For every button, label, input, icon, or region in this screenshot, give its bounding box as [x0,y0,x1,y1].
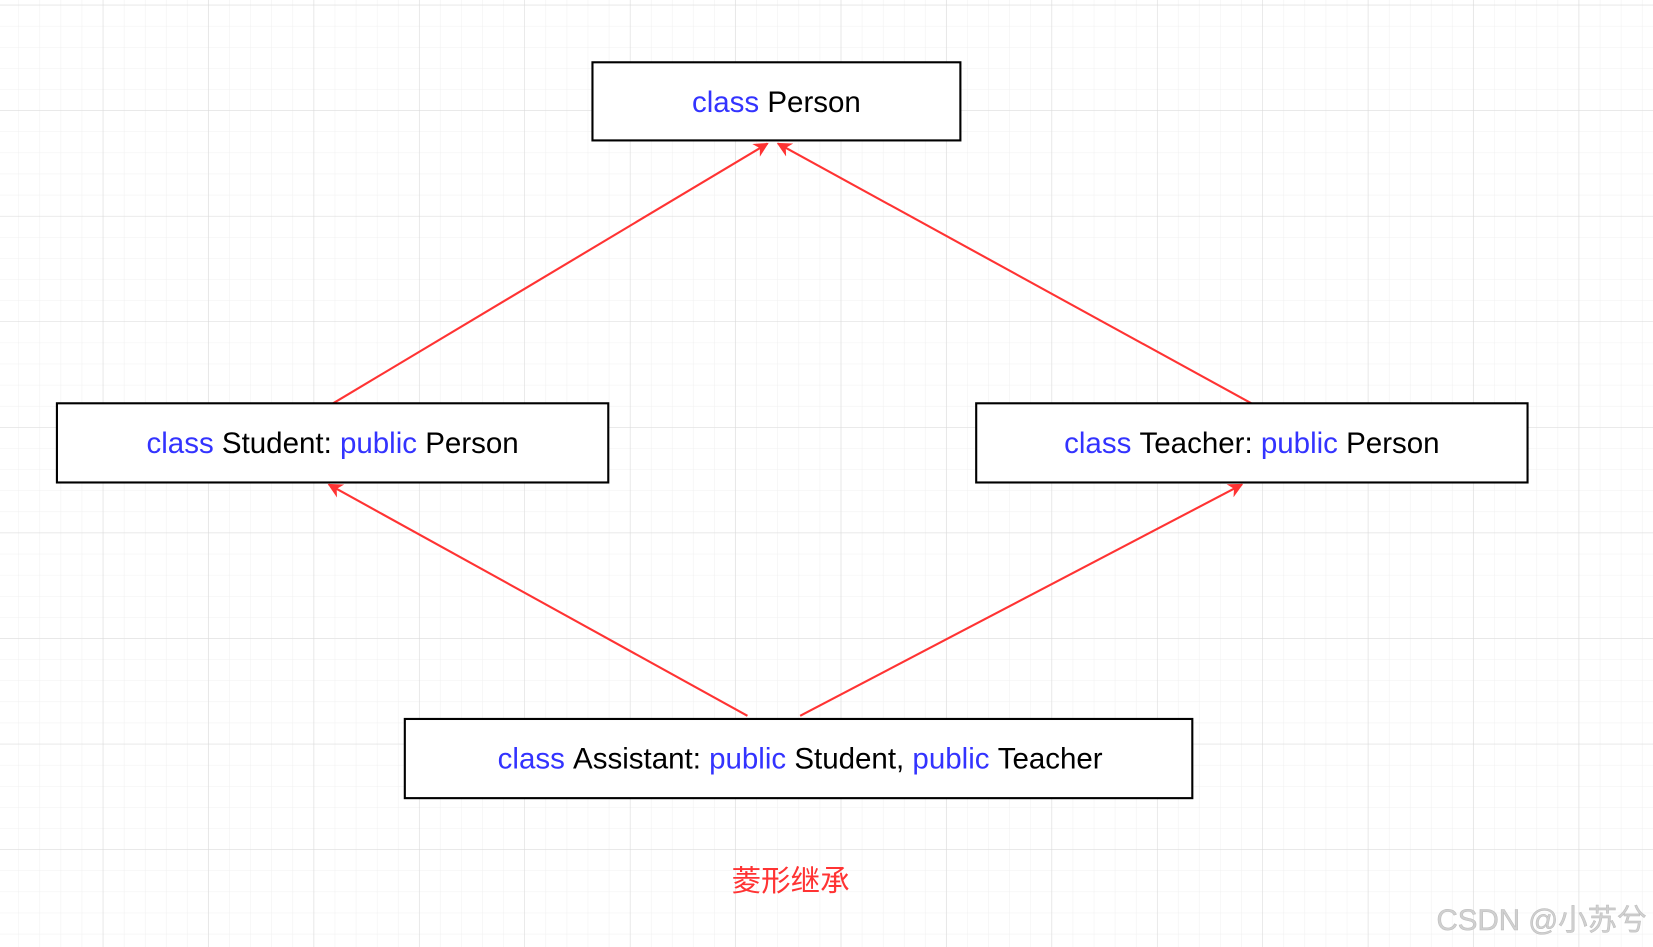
class-name: Teacher: [1140,427,1253,460]
keyword: public [709,743,786,776]
edge-assistant-teacher [799,483,1244,717]
caption: 菱形继承 [732,865,850,898]
svg-text:class Student: pub: class Student: public Person [147,427,519,460]
svg-text:class Person: class Person [692,86,861,119]
keyword: public [340,427,417,460]
keyword: class [1064,427,1131,460]
edge-student-person [332,142,769,405]
base-name: Student, [794,743,904,776]
class-name: Student: [222,427,332,460]
keyword: public [912,743,989,776]
node-teacher[interactable]: class Teacher: public Person [975,402,1529,484]
class-name: Assistant: [573,743,701,776]
keyword: class [692,86,759,119]
keyword: class [147,427,214,460]
keyword: class [498,743,565,776]
base-name: Teacher [998,743,1103,776]
base-name: Person [1346,427,1439,460]
class-name: Person [767,86,860,119]
keyword: public [1261,427,1338,460]
node-person[interactable]: class Person [591,61,962,142]
svg-text:class Teacher: pub: class Teacher: public Person [1064,427,1439,460]
edge-assistant-student [327,483,748,717]
node-student[interactable]: class Student: public Person [55,402,610,484]
svg-text:class Assistant: p: class Assistant: public Student, public … [498,743,1103,776]
watermark: CSDN @小苏兮 [1436,904,1646,937]
edge-teacher-person [776,142,1252,405]
base-name: Person [425,427,518,460]
node-assistant[interactable]: class Assistant: public Student, public … [403,717,1194,800]
